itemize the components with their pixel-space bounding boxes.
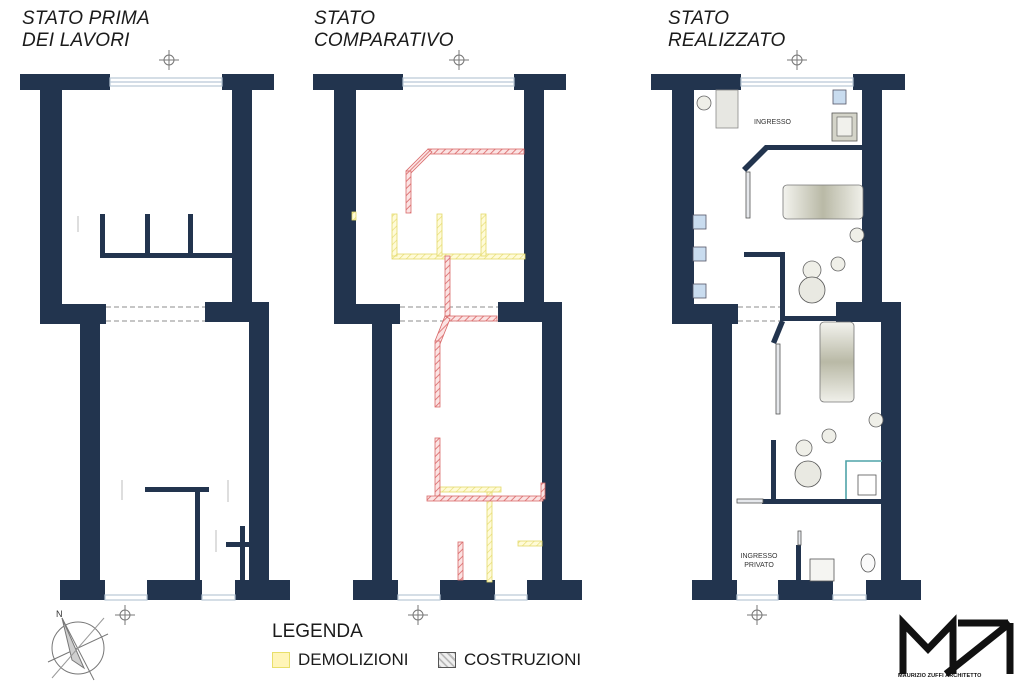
- sink: [857, 474, 877, 496]
- bathroom-partition: [845, 460, 882, 499]
- walls: [651, 74, 921, 600]
- plan-comparative: [313, 50, 582, 625]
- toilet-icon: [860, 553, 876, 573]
- chair-icon: [830, 256, 846, 272]
- door-openings: [106, 306, 205, 322]
- north-arrow-symbol: [408, 50, 469, 625]
- architect-logo: [899, 614, 1014, 677]
- demolition-swatch: [272, 652, 290, 668]
- sliding-doors: [736, 171, 802, 546]
- room-label-entrance: INGRESSO: [754, 119, 791, 126]
- legend-label: COSTRUZIONI: [464, 650, 582, 669]
- plan-title-line: REALIZZATO: [668, 30, 786, 51]
- north-arrow-symbol: [747, 50, 807, 625]
- furniture: [692, 89, 884, 582]
- plan-realized: [651, 50, 921, 625]
- window-panel: [692, 283, 707, 299]
- plan-title-before: STATO PRIMA DEI LAVORI: [22, 8, 150, 52]
- plan-title-comparative: STATO COMPARATIVO: [314, 8, 454, 52]
- chair-icon: [868, 412, 884, 428]
- light-lines: [77, 216, 229, 552]
- walls: [20, 74, 290, 600]
- room-label-line: INGRESSO: [740, 553, 778, 560]
- plan-title-line: DEI LAVORI: [22, 30, 130, 51]
- plan-title-line: COMPARATIVO: [314, 30, 454, 51]
- windows: [736, 77, 867, 601]
- compass-north-label: N: [56, 609, 63, 619]
- chair-icon: [849, 227, 865, 243]
- window-panel: [692, 246, 707, 262]
- north-arrow-symbol: [115, 50, 179, 625]
- window-panel: [832, 89, 847, 105]
- room-label-private-entrance: INGRESSO PRIVATO: [738, 552, 780, 570]
- plan-title-line: STATO: [668, 8, 730, 29]
- compass-icon: [47, 617, 109, 681]
- windows: [397, 77, 528, 601]
- sink: [809, 558, 835, 582]
- chair-icon: [696, 95, 712, 111]
- chair-icon: [821, 428, 837, 444]
- chair-icon: [795, 439, 813, 457]
- reception-desk: [715, 89, 739, 129]
- chair-icon: [802, 260, 822, 280]
- legend-item-construction: COSTRUZIONI: [438, 650, 581, 670]
- window-panel: [692, 214, 707, 230]
- legend-title: LEGENDA: [272, 621, 363, 642]
- plan-before: [20, 50, 290, 625]
- walls: [313, 74, 582, 600]
- desk: [819, 321, 855, 403]
- desk: [782, 184, 864, 220]
- dental-chair-icon: [794, 460, 822, 488]
- legend-item-demolition: DEMOLIZIONI: [272, 650, 409, 670]
- plan-title-line: STATO: [314, 8, 376, 29]
- windows: [104, 77, 236, 601]
- construction-swatch: [438, 652, 456, 668]
- room-label-line: PRIVATO: [744, 562, 774, 569]
- legend-label: DEMOLIZIONI: [298, 650, 409, 669]
- dental-chair-icon: [798, 276, 826, 304]
- plan-title-realized: STATO REALIZZATO: [668, 8, 785, 52]
- demolition-walls: [351, 211, 543, 583]
- construction-walls: [405, 148, 546, 581]
- door-openings: [738, 306, 780, 322]
- logo-caption: MAURIZIO ZUFFI ARCHITETTO: [898, 673, 982, 679]
- plan-title-line: STATO PRIMA: [22, 8, 150, 29]
